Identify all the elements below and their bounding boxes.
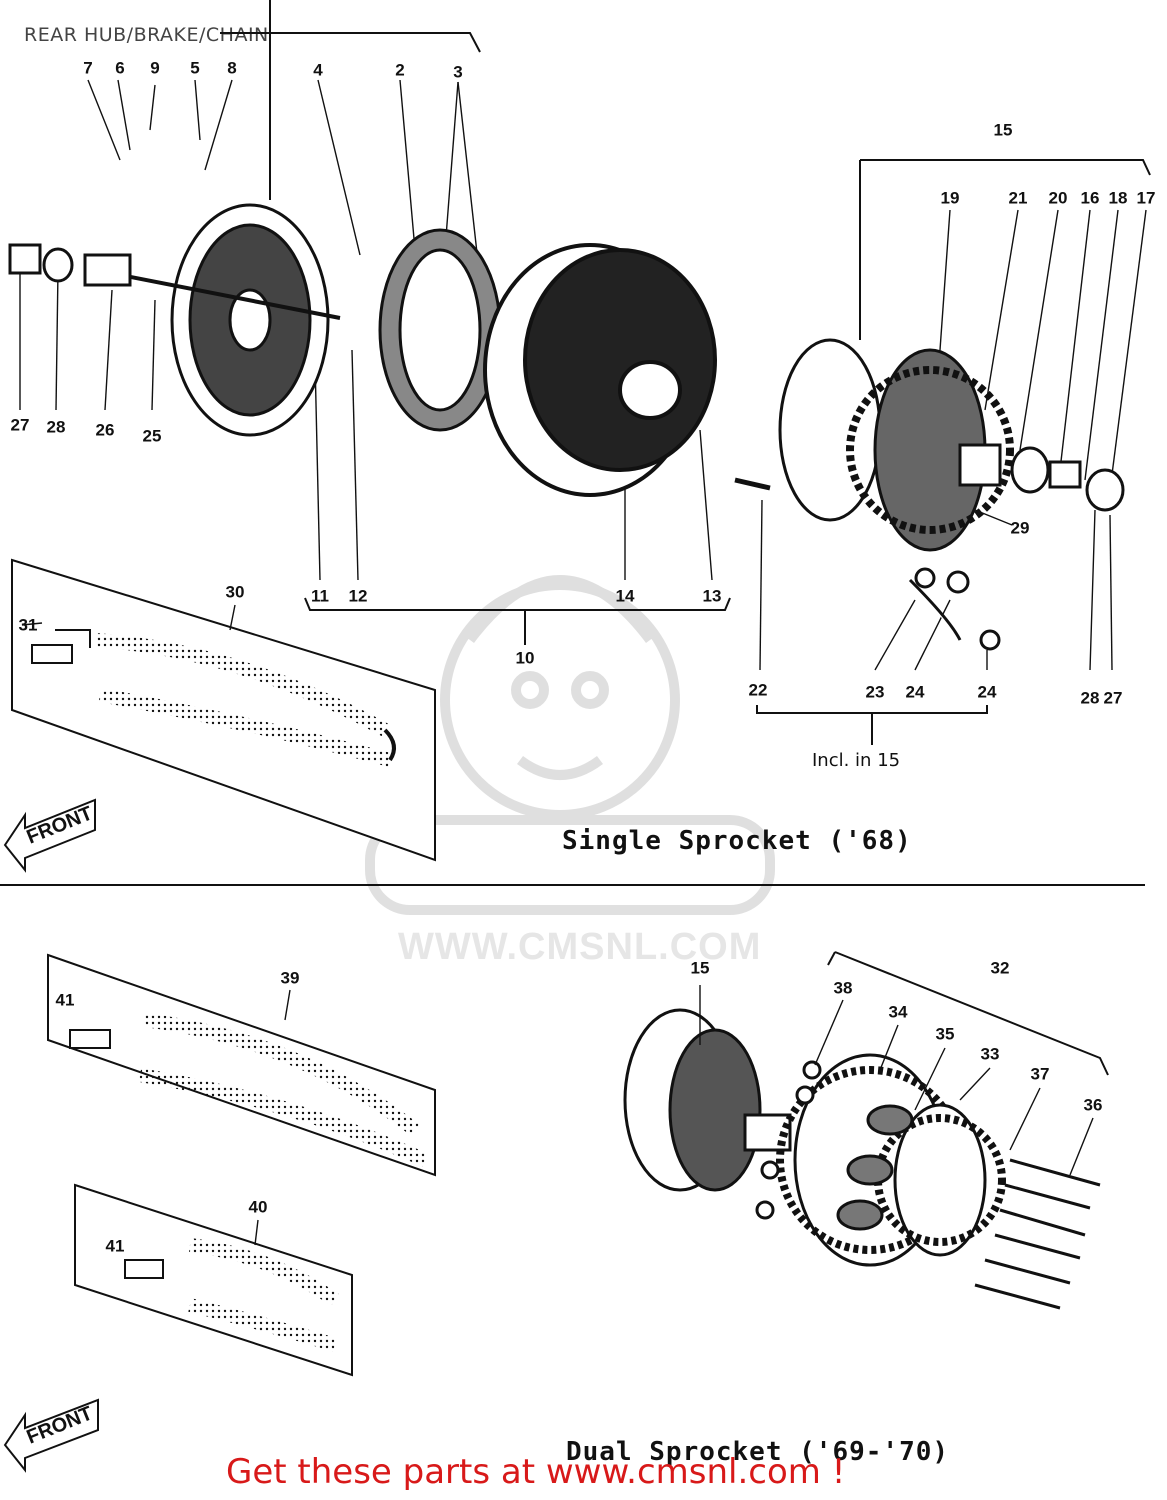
watermark-url: WWW.CMSNL.COM xyxy=(398,926,762,968)
callout-28: 28 xyxy=(46,417,66,437)
spacer-washers xyxy=(755,1060,822,1220)
callout-11: 11 xyxy=(311,586,329,606)
callout-15: 15 xyxy=(993,120,1013,140)
callout-35: 35 xyxy=(935,1024,955,1044)
callout-2: 2 xyxy=(395,60,405,80)
page-title: REAR HUB/BRAKE/CHAIN xyxy=(20,24,273,46)
callout-16: 16 xyxy=(1080,188,1100,208)
callout-8: 8 xyxy=(227,58,237,78)
nuts-and-washers xyxy=(8,243,74,283)
callout-33: 33 xyxy=(980,1044,1000,1064)
callout-38: 38 xyxy=(833,978,853,998)
callout-14: 14 xyxy=(615,586,635,606)
brake-panel xyxy=(170,203,330,437)
callout-10: 10 xyxy=(515,648,535,668)
callout-17: 17 xyxy=(1136,188,1156,208)
brake-shoes xyxy=(378,228,502,432)
callout-15b: 15 xyxy=(690,958,710,978)
bracket-10 xyxy=(304,597,731,611)
rear-hub xyxy=(483,243,717,497)
callout-29: 29 xyxy=(1010,518,1030,538)
callout-36: 36 xyxy=(1083,1095,1103,1115)
callout-32: 32 xyxy=(990,958,1010,978)
callout-27b: 27 xyxy=(1103,688,1123,708)
callout-26: 26 xyxy=(95,420,115,440)
callout-24: 24 xyxy=(905,682,925,702)
callout-6: 6 xyxy=(115,58,125,78)
callout-5: 5 xyxy=(190,58,200,78)
callout-3: 3 xyxy=(453,62,463,82)
callout-40: 40 xyxy=(248,1197,268,1217)
callout-28b: 28 xyxy=(1080,688,1100,708)
callout-18: 18 xyxy=(1108,188,1128,208)
bracket-incl xyxy=(756,705,988,714)
chain-panel-single xyxy=(11,558,436,862)
cms-mascot-logo xyxy=(365,575,775,915)
callout-21: 21 xyxy=(1008,188,1028,208)
callout-19: 19 xyxy=(940,188,960,208)
callout-34: 34 xyxy=(888,1002,908,1022)
footer-parts-link[interactable]: Get these parts at www.cmsnl.com ! xyxy=(226,1452,846,1492)
callout-20: 20 xyxy=(1048,188,1068,208)
callout-9: 9 xyxy=(150,58,160,78)
front-arrow-icon-bottom: FRONT xyxy=(3,1398,99,1473)
callout-7: 7 xyxy=(83,58,93,78)
callout-25: 25 xyxy=(142,426,162,446)
chain-panel-40 xyxy=(74,1183,353,1377)
incl-note: Incl. in 15 xyxy=(812,750,901,771)
front-arrow-icon: FRONT xyxy=(3,798,96,873)
dual-sprocket-assembly xyxy=(623,1008,1006,1267)
bracket-15 xyxy=(860,159,1151,176)
callout-13: 13 xyxy=(702,586,722,606)
callout-41: 41 xyxy=(55,990,75,1010)
callout-30: 30 xyxy=(225,582,245,602)
chain-panel-39 xyxy=(47,953,436,1177)
callout-39: 39 xyxy=(280,968,300,988)
callout-31: 31 xyxy=(18,615,38,635)
torque-arm-parts xyxy=(734,477,1001,651)
callout-27: 27 xyxy=(10,415,30,435)
callout-4: 4 xyxy=(313,60,323,80)
callout-22: 22 xyxy=(748,680,768,700)
callout-12: 12 xyxy=(348,586,368,606)
bracket-top xyxy=(220,32,481,53)
bracket-32 xyxy=(834,951,1109,1076)
callout-24b: 24 xyxy=(977,682,997,702)
axle xyxy=(83,253,341,320)
callout-23: 23 xyxy=(865,682,885,702)
callout-41b: 41 xyxy=(105,1236,125,1256)
sprocket-flange-top xyxy=(778,338,1125,552)
caption-dual-sprocket: Dual Sprocket ('69-'70) xyxy=(566,1437,950,1467)
sprocket-bolts xyxy=(974,1158,1101,1310)
caption-single-sprocket: Single Sprocket ('68) xyxy=(562,826,912,856)
callout-37: 37 xyxy=(1030,1064,1050,1084)
